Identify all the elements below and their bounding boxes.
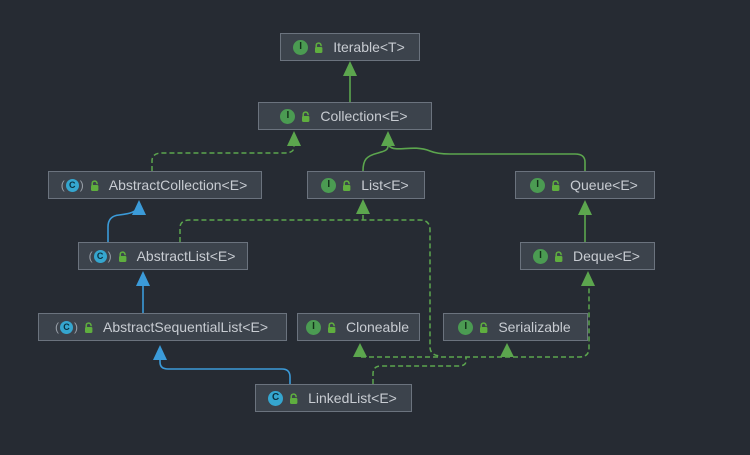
node-abstract-sequential-list[interactable]: C AbstractSequentialList<E> <box>38 313 287 341</box>
public-lock-icon <box>343 179 351 191</box>
arrowhead-abstractlist <box>136 271 150 286</box>
node-queue[interactable]: I Queue<E> <box>515 171 655 199</box>
node-label: Cloneable <box>345 319 410 335</box>
public-lock-icon <box>118 250 126 262</box>
node-label: AbstractSequentialList<E> <box>103 319 268 335</box>
node-list[interactable]: I List<E> <box>307 171 425 199</box>
arrowhead-collection-dashed <box>287 131 301 146</box>
public-lock-icon <box>90 179 99 191</box>
interface-icon: I <box>458 319 474 335</box>
interface-icon: I <box>280 108 296 124</box>
public-lock-icon <box>555 250 563 262</box>
node-abstract-list[interactable]: C AbstractList<E> <box>78 242 248 270</box>
abstract-class-icon: C <box>89 249 112 263</box>
public-lock-icon <box>552 179 560 191</box>
arrowhead-cloneable <box>353 343 367 357</box>
node-linked-list[interactable]: C LinkedList<E> <box>255 384 412 412</box>
edge-abstractlist-and-linkedlist-to-list <box>179 199 441 357</box>
node-collection[interactable]: I Collection<E> <box>258 102 432 130</box>
arrowhead-iterable <box>343 61 357 76</box>
public-lock-icon <box>290 392 298 404</box>
public-lock-icon <box>302 110 310 122</box>
edge-abstractcollection-to-collection <box>151 131 301 171</box>
arrowhead-list <box>356 199 370 214</box>
node-label: Queue<E> <box>570 177 638 193</box>
edge-linkedlist-implements-web <box>353 271 595 384</box>
node-deque[interactable]: I Deque<E> <box>520 242 655 270</box>
public-lock-icon <box>315 41 323 53</box>
arrowhead-abstractsequentiallist <box>153 345 167 360</box>
arrowhead-abstractcollection <box>132 200 146 215</box>
interface-icon: I <box>530 177 546 193</box>
class-icon: C <box>268 390 284 406</box>
node-label: Collection<E> <box>320 108 408 124</box>
edge-collection-to-iterable <box>343 61 357 102</box>
abstract-class-icon: C <box>55 320 78 334</box>
node-label: AbstractCollection<E> <box>108 177 248 193</box>
node-label: List<E> <box>361 177 409 193</box>
interface-icon: I <box>533 248 549 264</box>
node-label: Deque<E> <box>573 248 640 264</box>
arrowhead-deque <box>581 271 595 286</box>
interface-icon: I <box>321 177 337 193</box>
edge-deque-to-queue <box>578 200 592 242</box>
node-label: LinkedList<E> <box>308 390 397 406</box>
edge-list-to-collection <box>362 145 389 172</box>
node-label: Iterable<T> <box>333 39 405 55</box>
edge-linkedlist-to-abstractsequentiallist <box>153 345 291 384</box>
node-serializable[interactable]: I Serializable <box>443 313 588 341</box>
interface-icon: I <box>293 39 309 55</box>
node-cloneable[interactable]: I Cloneable <box>297 313 420 341</box>
node-iterable[interactable]: I Iterable<T> <box>280 33 420 61</box>
arrowhead-queue <box>578 200 592 215</box>
edge-abstractlist-to-abstractcollection <box>107 200 146 242</box>
edge-abstractsequentiallist-to-abstractlist <box>136 271 150 313</box>
public-lock-icon <box>480 321 488 333</box>
abstract-class-icon: C <box>61 178 84 192</box>
public-lock-icon <box>85 321 93 333</box>
arrowhead-serializable <box>500 343 514 357</box>
node-abstract-collection[interactable]: C AbstractCollection<E> <box>48 171 262 199</box>
interface-icon: I <box>305 319 321 335</box>
arrowhead-collection-solid <box>381 131 395 146</box>
public-lock-icon <box>327 321 336 333</box>
edge-queue-to-collection <box>381 131 586 171</box>
node-label: Serializable <box>498 319 571 335</box>
node-label: AbstractList<E> <box>136 248 236 264</box>
